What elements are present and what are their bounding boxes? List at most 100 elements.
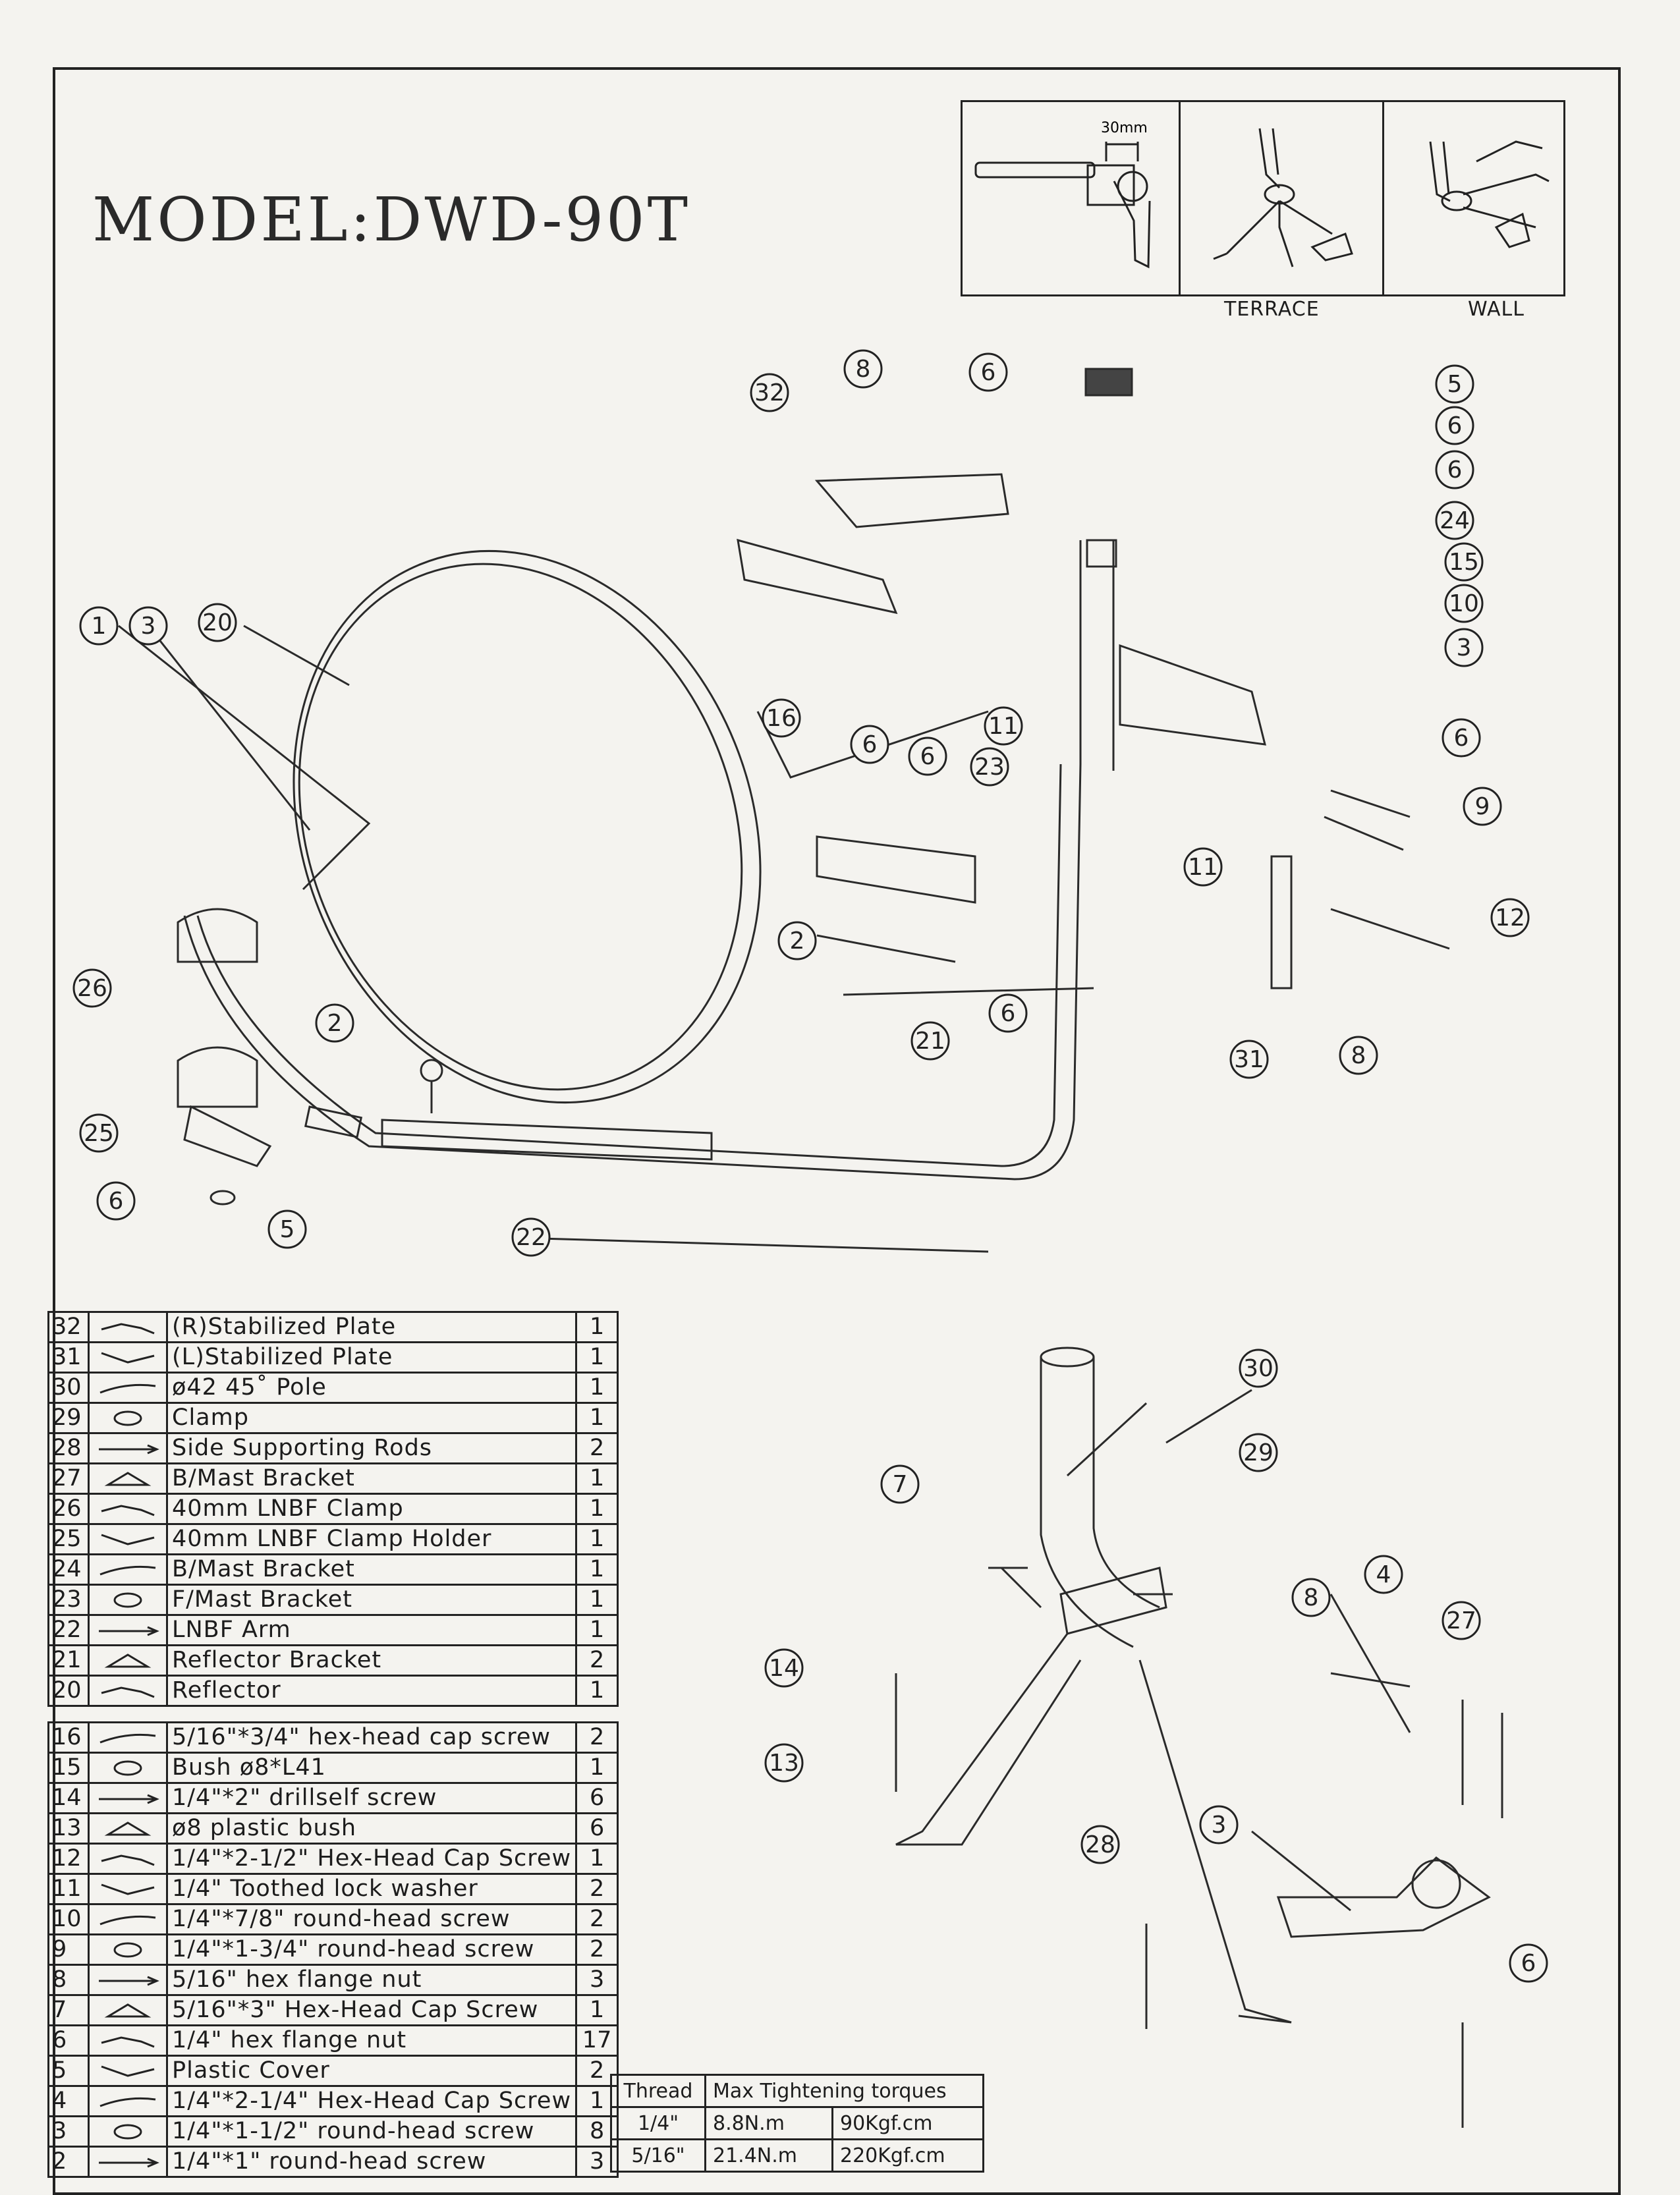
part-quantity: 1 xyxy=(575,1614,619,1646)
part-quantity: 2 xyxy=(575,1873,619,1905)
terrace-mount-drawing xyxy=(1213,128,1353,267)
hex-cap-screw-3-icon xyxy=(104,2003,152,2018)
part-number: 26 xyxy=(47,1493,90,1525)
svg-text:21: 21 xyxy=(915,1028,945,1055)
callout-26: 26 xyxy=(72,968,112,1008)
part-description: Reflector Bracket xyxy=(165,1644,578,1677)
part-number: 29 xyxy=(47,1402,90,1434)
reflector-bracket-icon xyxy=(104,1653,152,1668)
callout-10: 10 xyxy=(1444,584,1484,623)
svg-text:2: 2 xyxy=(327,1010,343,1037)
svg-text:14: 14 xyxy=(769,1655,799,1682)
part-quantity: 6 xyxy=(575,1782,619,1814)
svg-text:10: 10 xyxy=(1449,590,1479,617)
callout-25: 25 xyxy=(79,1113,119,1153)
part-number: 16 xyxy=(47,1721,90,1754)
svg-text:6: 6 xyxy=(1454,725,1469,752)
supporting-rod-right xyxy=(1138,1659,1292,2024)
svg-text:29: 29 xyxy=(1243,1439,1274,1466)
parts-list-spacer xyxy=(48,1705,618,1723)
torque-row: 1/4" 8.8N.m 90Kgf.cm xyxy=(610,2106,984,2140)
svg-text:5: 5 xyxy=(280,1216,295,1243)
part-icon-cell xyxy=(88,1964,168,1996)
part-description: 5/16"*3" Hex-Head Cap Screw xyxy=(165,1994,578,2026)
lnbf-clamp-icon xyxy=(101,1505,155,1516)
part-quantity: 1 xyxy=(575,1843,619,1875)
callout-32: 32 xyxy=(750,373,789,412)
part-icon-cell xyxy=(88,1462,168,1495)
part-icon-cell xyxy=(88,1812,168,1845)
part-description: 1/4"*1-1/2" round-head screw xyxy=(165,2115,578,2148)
part-quantity: 2 xyxy=(575,1933,619,1966)
part-quantity: 1 xyxy=(575,1341,619,1374)
torque-nm: 8.8N.m xyxy=(704,2106,833,2140)
part-quantity: 2 xyxy=(575,1903,619,1935)
stabilized-plate-r-icon xyxy=(101,1323,155,1335)
torque-nm: 21.4N.m xyxy=(704,2138,833,2173)
svg-text:15: 15 xyxy=(1449,549,1479,576)
callout-31: 31 xyxy=(1229,1040,1269,1079)
lnbf-dimension-drawing: 30mm xyxy=(974,120,1151,269)
svg-text:6: 6 xyxy=(1447,412,1463,439)
part-number: 31 xyxy=(47,1341,90,1374)
part-description: 1/4"*2" drillself screw xyxy=(165,1782,578,1814)
part-number: 30 xyxy=(47,1372,90,1404)
callout-27: 27 xyxy=(1442,1601,1481,1640)
part-icon-cell xyxy=(88,1782,168,1814)
lnbf-clamp-holder xyxy=(177,1046,258,1108)
callout-6c: 6 xyxy=(1435,450,1474,489)
svg-text:11: 11 xyxy=(1188,854,1218,881)
callout-8: 8 xyxy=(843,349,883,389)
part-number: 20 xyxy=(47,1675,90,1707)
part-number: 15 xyxy=(47,1752,90,1784)
svg-text:27: 27 xyxy=(1446,1607,1476,1634)
svg-text:31: 31 xyxy=(1234,1046,1264,1073)
svg-text:5: 5 xyxy=(1447,371,1463,398)
part-description: Bush ø8*L41 xyxy=(165,1752,578,1784)
part-icon-cell xyxy=(88,2115,168,2148)
part-number: 12 xyxy=(47,1843,90,1875)
mount-type-inset: 30mm xyxy=(961,100,1565,296)
f-mast-bracket-icon xyxy=(113,1592,142,1608)
svg-text:7: 7 xyxy=(893,1471,908,1498)
round-head-screw-short-icon xyxy=(99,2157,159,2168)
round-head-screw-long-icon xyxy=(113,1942,142,1958)
callout-28: 28 xyxy=(1080,1825,1120,1864)
part-quantity: 1 xyxy=(575,1311,619,1343)
callout-22: 22 xyxy=(511,1217,551,1257)
callout-21: 21 xyxy=(910,1021,950,1061)
spacer-cell xyxy=(48,1705,618,1723)
svg-text:8: 8 xyxy=(856,356,871,383)
part-description: Plastic Cover xyxy=(165,2055,578,2087)
svg-text:26: 26 xyxy=(77,975,107,1002)
svg-text:4: 4 xyxy=(1376,1561,1391,1588)
svg-text:6: 6 xyxy=(1521,1950,1536,1977)
callout-7: 7 xyxy=(880,1464,920,1504)
part-number: 8 xyxy=(47,1964,90,1996)
svg-text:8: 8 xyxy=(1351,1042,1366,1069)
inset-cell-dimension: 30mm xyxy=(963,102,1181,294)
svg-text:9: 9 xyxy=(1475,793,1490,820)
svg-text:24: 24 xyxy=(1440,507,1470,534)
part-description: 1/4"*2-1/2" Hex-Head Cap Screw xyxy=(165,1843,578,1875)
part-quantity: 2 xyxy=(575,2055,619,2087)
b-mast-bracket-icon xyxy=(104,1472,152,1486)
lnbf-arm-icon xyxy=(99,1626,159,1636)
stabilized-plate-left xyxy=(1270,855,1293,989)
svg-text:1: 1 xyxy=(92,613,107,640)
part-quantity: 1 xyxy=(575,1372,619,1404)
part-description: (L)Stabilized Plate xyxy=(165,1341,578,1374)
inset-cell-terrace xyxy=(1181,102,1384,294)
